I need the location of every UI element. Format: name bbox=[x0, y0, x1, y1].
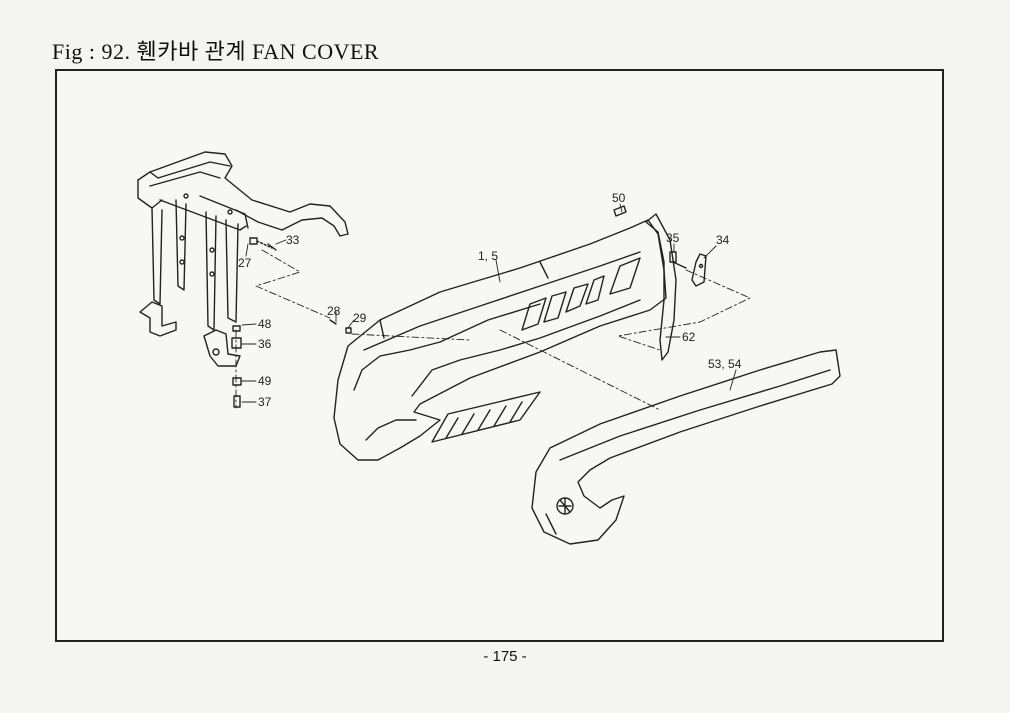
assembly-guide-lines bbox=[235, 249, 751, 411]
page-number: - 175 - bbox=[483, 648, 527, 665]
main-fan-cover bbox=[333, 213, 677, 461]
callout-1-5: 1, 5 bbox=[478, 249, 498, 263]
leader-lines bbox=[241, 203, 737, 403]
callout-35: 35 bbox=[666, 231, 680, 245]
callout-27: 27 bbox=[238, 256, 252, 270]
callout-28: 28 bbox=[327, 304, 341, 318]
callout-29: 29 bbox=[353, 311, 367, 325]
frame-bracket-assembly bbox=[137, 151, 349, 367]
callout-36: 36 bbox=[258, 337, 272, 351]
callout-50: 50 bbox=[612, 191, 626, 205]
figure-title: Fig : 92. 휀카바 관계 FAN COVER bbox=[52, 39, 380, 64]
callout-48: 48 bbox=[258, 317, 272, 331]
callout-33: 33 bbox=[286, 233, 300, 247]
callout-37: 37 bbox=[258, 395, 272, 409]
callout-34: 34 bbox=[716, 233, 730, 247]
callout-49: 49 bbox=[258, 374, 272, 388]
callout-62: 62 bbox=[682, 330, 696, 344]
side-cover-53-54 bbox=[531, 349, 841, 545]
callout-53-54: 53, 54 bbox=[708, 357, 742, 371]
